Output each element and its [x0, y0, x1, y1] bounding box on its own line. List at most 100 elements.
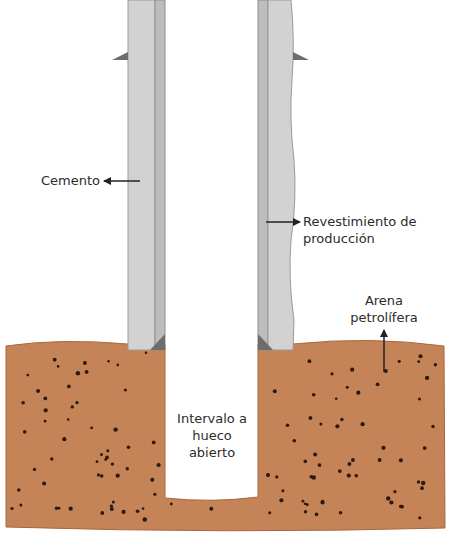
sand-grain: [209, 507, 213, 511]
casing-shoe-left: [150, 334, 165, 350]
sand-grain: [350, 368, 354, 372]
sand-grain: [315, 513, 319, 517]
sand-grain: [347, 474, 351, 478]
sand-grain: [320, 500, 324, 504]
sand-grain: [398, 360, 401, 363]
sand-grain: [124, 388, 127, 391]
sand-grain: [113, 427, 117, 431]
sand-grain: [306, 503, 309, 506]
sand-grain: [142, 507, 145, 510]
cement-right: [268, 0, 295, 350]
sand-grain: [420, 486, 424, 490]
sand-grain: [347, 462, 351, 466]
leader-arrow: [104, 180, 140, 182]
sand-grain: [100, 453, 103, 456]
sand-grain: [17, 488, 21, 492]
sand-grain: [273, 389, 277, 393]
sand-grain: [152, 441, 156, 445]
sand-grains: [10, 351, 437, 521]
sand-grain: [85, 370, 89, 374]
sand-grain: [100, 474, 104, 478]
sand-grain: [335, 424, 339, 428]
sand-grain: [417, 360, 420, 363]
callout-label: Arena petrolífera: [338, 292, 430, 326]
sand-grain: [309, 416, 313, 420]
sand-grain: [286, 424, 290, 428]
sand-grain: [23, 430, 27, 434]
sand-grain: [97, 473, 100, 476]
callout-label: Cemento: [30, 172, 100, 189]
sand-grain: [62, 437, 66, 441]
sand-grain: [310, 475, 314, 479]
sand-grain: [71, 405, 74, 408]
sand-grain: [339, 511, 342, 514]
leader-arrow: [266, 221, 300, 223]
sand-grain: [293, 439, 297, 443]
sand-grain: [386, 496, 390, 500]
sand-grain: [330, 372, 333, 375]
sand-grain: [145, 351, 148, 354]
sand-grain: [381, 446, 385, 450]
sand-grain: [376, 382, 380, 386]
sand-grain: [21, 401, 25, 405]
sand-grain: [425, 376, 429, 380]
sand-grain: [153, 493, 156, 496]
sand-grain: [83, 361, 87, 365]
sand-grain: [351, 458, 355, 462]
sand-grain: [378, 458, 382, 462]
sand-grain: [304, 510, 307, 513]
sand-grain: [26, 374, 29, 377]
casing-shoe-right: [258, 334, 273, 350]
casing-right: [258, 0, 268, 350]
sand-grain: [421, 481, 425, 485]
sand-grain: [338, 469, 342, 473]
sand-grain: [157, 463, 161, 467]
sand-grain: [43, 397, 47, 401]
sand-grain: [318, 463, 322, 467]
sand-grain: [112, 501, 115, 504]
sand-grain: [33, 468, 36, 471]
sand-grain: [67, 418, 70, 421]
sand-grain: [313, 453, 317, 457]
sand-grain: [57, 365, 60, 368]
sand-grain: [361, 422, 365, 426]
sand-grain: [417, 480, 420, 483]
sand-grain: [44, 420, 47, 423]
sand-grain: [126, 467, 129, 470]
sand-grain: [127, 446, 131, 450]
sand-grain: [340, 418, 343, 421]
sand-grain: [116, 474, 120, 478]
sand-grain: [170, 503, 173, 506]
sand-grain: [304, 460, 308, 464]
sand-grain: [42, 481, 46, 485]
sand-grain: [55, 507, 59, 511]
centralizer-right: [293, 52, 309, 60]
casing-left: [155, 0, 165, 350]
sand-grain: [418, 398, 421, 401]
region-label: Intervalo a hueco abierto: [176, 410, 248, 461]
sand-grain: [335, 398, 338, 401]
centralizer-left: [112, 52, 128, 60]
sand-grain: [312, 393, 316, 397]
sand-grain: [418, 516, 421, 519]
sand-grain: [393, 490, 396, 493]
sand-grain: [319, 422, 322, 425]
sand-grain: [143, 517, 147, 521]
sand-grain: [268, 511, 271, 514]
sand-grain: [431, 425, 434, 428]
sand-grain: [281, 489, 284, 492]
sand-grain: [399, 458, 403, 462]
sand-grain: [111, 462, 114, 465]
oil-sand-formation: [6, 340, 445, 530]
sand-grain: [434, 363, 437, 366]
sand-grain: [423, 446, 427, 450]
sand-grain: [50, 457, 53, 460]
sand-grain: [266, 473, 270, 477]
sand-grain: [110, 507, 114, 511]
sand-grain: [96, 460, 99, 463]
sand-grain: [302, 500, 305, 503]
sand-grain: [44, 408, 48, 412]
sand-grain: [105, 456, 109, 460]
sand-grain: [400, 505, 404, 509]
sand-grain: [117, 364, 120, 367]
